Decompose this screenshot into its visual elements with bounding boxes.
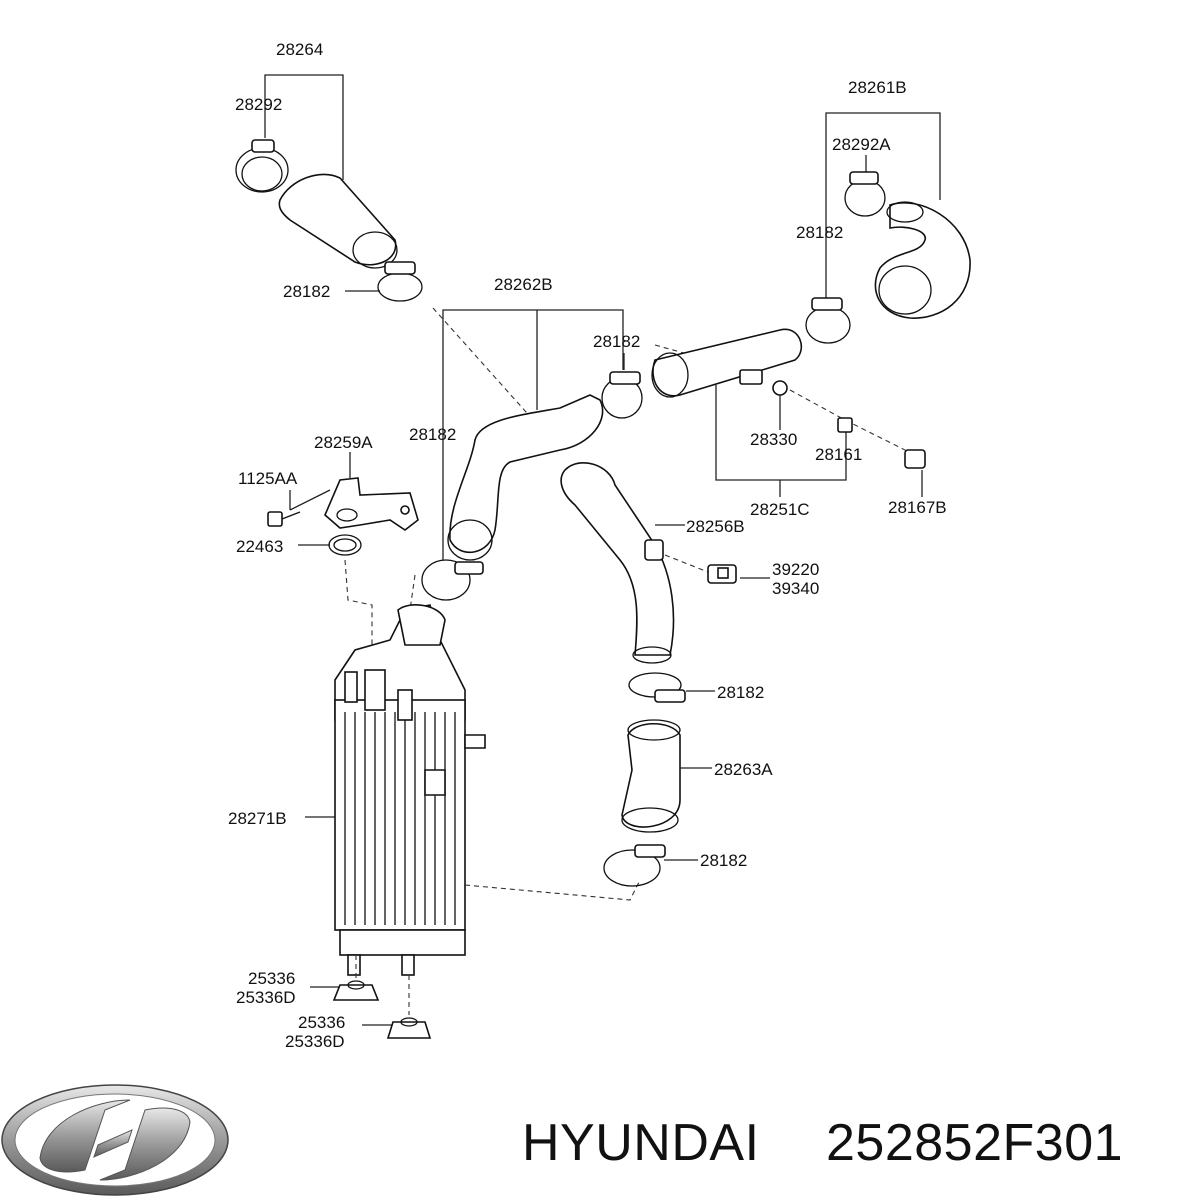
o-ring-22463 xyxy=(328,534,362,556)
label-28292A: 28292A xyxy=(832,135,891,154)
part-labels: 28264 28292 28182 28261B 28292A 28182 28… xyxy=(228,40,947,1051)
label-25336-b: 25336 xyxy=(298,1013,345,1032)
hose-clamp-28182-d xyxy=(421,559,484,601)
pipe-28256B xyxy=(560,461,675,664)
label-25336-a: 25336 xyxy=(248,969,295,988)
label-28161: 28161 xyxy=(815,445,862,464)
hose-clamp-28182-c xyxy=(601,371,643,419)
label-28261B: 28261B xyxy=(848,78,907,97)
hose-28262B xyxy=(447,394,604,561)
sensor-39220 xyxy=(707,564,737,584)
label-22463: 22463 xyxy=(236,537,283,556)
cap-25336-b xyxy=(386,1017,432,1039)
parts xyxy=(235,139,971,1039)
label-28262B: 28262B xyxy=(494,275,553,294)
hyundai-logo xyxy=(1,1084,229,1196)
label-1125AA: 1125AA xyxy=(238,469,298,488)
hose-clamp-28182-b xyxy=(805,297,851,344)
bolt-1125AA xyxy=(267,511,301,527)
brand-name: HYUNDAI xyxy=(522,1114,760,1172)
label-28263A: 28263A xyxy=(714,760,773,779)
bracket-28259A xyxy=(324,477,419,531)
label-39340: 39340 xyxy=(772,579,819,598)
hose-clamp-28182-f xyxy=(603,844,666,887)
label-28256B: 28256B xyxy=(686,517,745,536)
label-25336D-b: 25336D xyxy=(285,1032,345,1051)
hose-28263A xyxy=(621,719,681,833)
label-28264: 28264 xyxy=(276,40,323,59)
label-28167B: 28167B xyxy=(888,498,947,517)
cap-25336-a xyxy=(332,980,380,1001)
label-28182-b: 28182 xyxy=(796,223,843,242)
bolt-28167B xyxy=(837,417,926,469)
label-28182-e: 28182 xyxy=(717,683,764,702)
elbow-hose-28261B xyxy=(874,201,971,319)
label-28182-a: 28182 xyxy=(283,282,330,301)
intercooler-28271B xyxy=(334,604,486,976)
part-number: 252852F301 xyxy=(826,1114,1123,1172)
hose-clamp-28292A xyxy=(844,171,886,217)
label-25336D-a: 25336D xyxy=(236,988,296,1007)
label-28182-d: 28182 xyxy=(409,425,456,444)
hose-clamp-28292 xyxy=(235,139,289,193)
label-28271B: 28271B xyxy=(228,809,287,828)
leader-lines xyxy=(264,74,941,1026)
pipe-28251C xyxy=(651,328,803,398)
label-39220: 39220 xyxy=(772,560,819,579)
hose-clamp-28182-e xyxy=(628,672,686,703)
label-28182-c: 28182 xyxy=(593,332,640,351)
label-28251C: 28251C xyxy=(750,500,810,519)
hose-clamp-28182-a xyxy=(377,261,423,302)
label-28292: 28292 xyxy=(235,95,282,114)
label-28330: 28330 xyxy=(750,430,797,449)
label-28259A: 28259A xyxy=(314,433,373,452)
hose-28264 xyxy=(278,173,398,269)
label-28182-f: 28182 xyxy=(700,851,747,870)
